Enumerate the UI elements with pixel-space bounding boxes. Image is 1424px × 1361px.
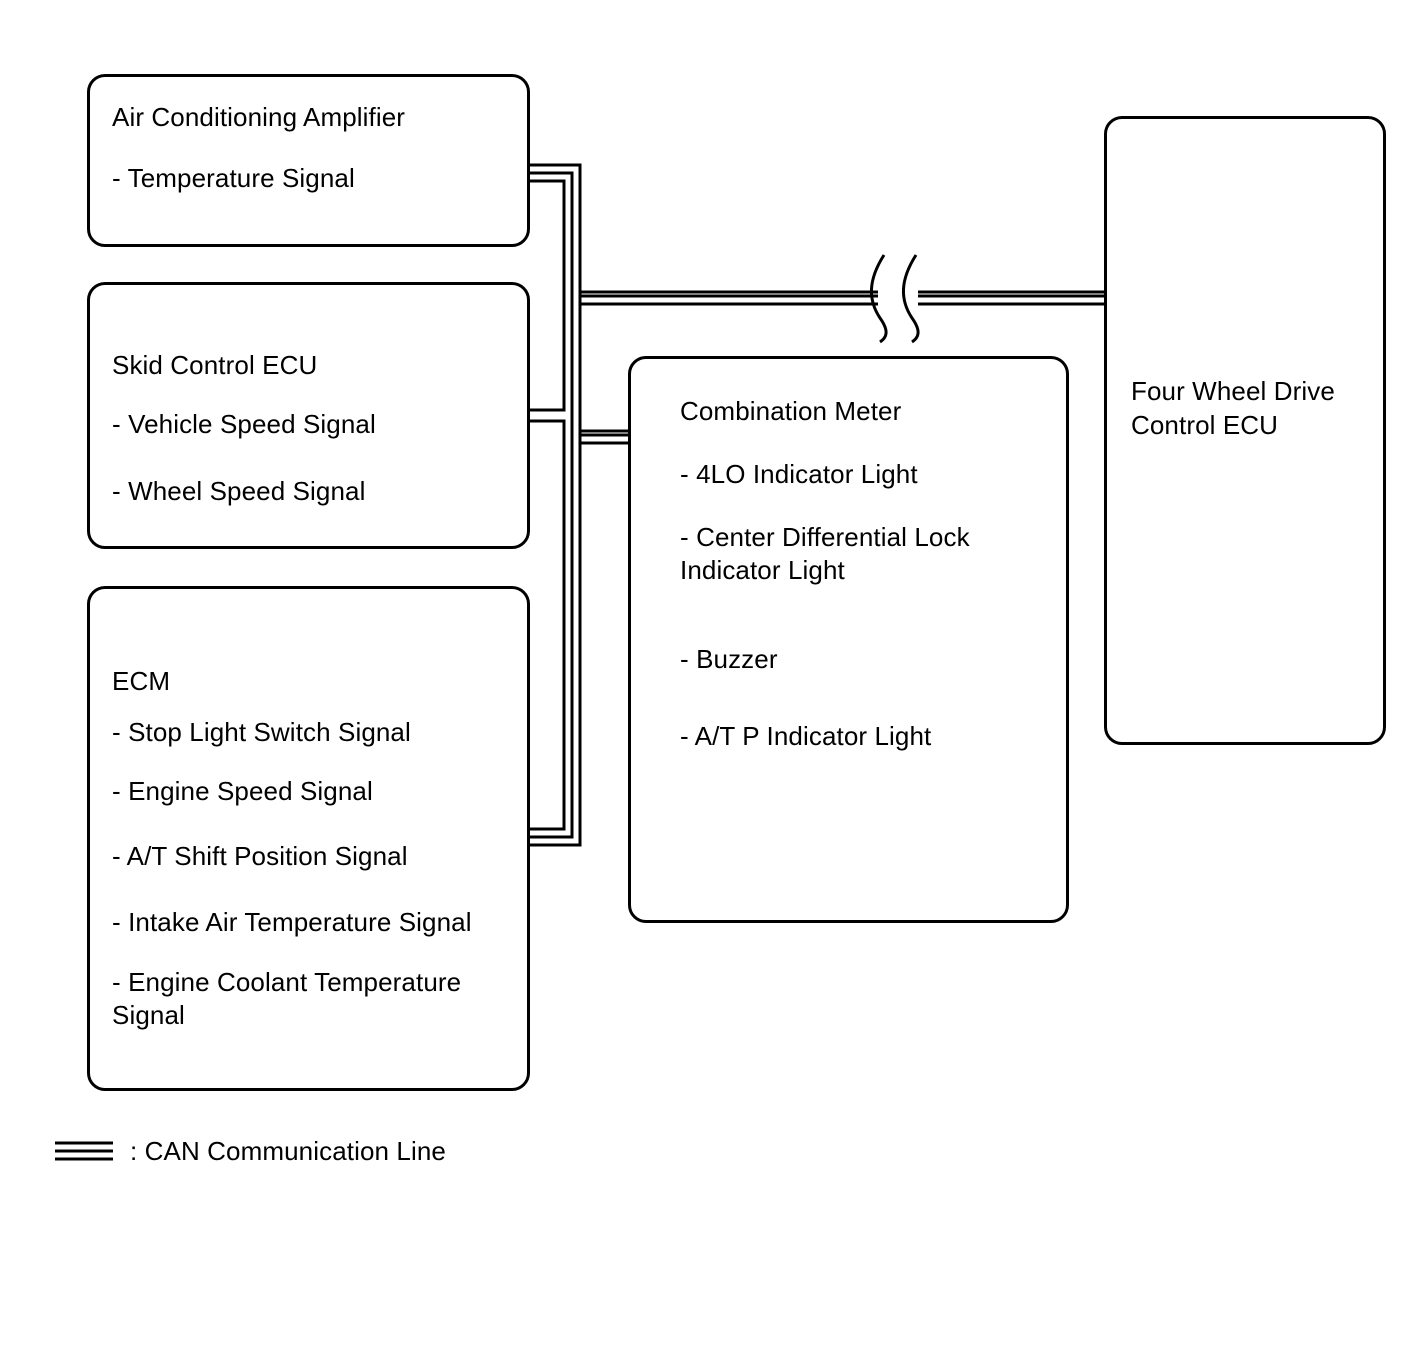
ac-amplifier-signal: - Temperature Signal [112,163,355,193]
ecm-title: ECM [112,666,171,696]
four-wd-ecu-title-line2: Control ECU [1131,410,1279,440]
can-trunk-inner-lower [530,419,566,831]
ecm-signal: - A/T Shift Position Signal [112,841,408,871]
skid-control-signal: - Wheel Speed Signal [112,476,366,506]
combination-meter-item-continuation: Indicator Light [680,555,845,585]
skid-control-title: Skid Control ECU [112,350,318,380]
four-wd-ecu-title: Four Wheel Drive [1131,376,1335,406]
can-trunk-middle [530,171,574,839]
ecm-signal: - Engine Speed Signal [112,776,373,806]
combination-meter-box [628,356,1069,923]
break-mark-right [901,254,920,344]
ac-amplifier-title: Air Conditioning Amplifier [112,102,406,132]
can-trunk-outer [530,163,582,847]
can-trunk-inner [530,179,566,412]
ecm-box [87,586,530,1091]
ecm-signal: - Stop Light Switch Signal [112,717,411,747]
ac-amplifier-box [87,74,530,247]
combination-meter-item: - Buzzer [680,644,778,674]
skid-control-box [87,282,530,549]
combination-meter-item: - A/T P Indicator Light [680,721,932,751]
break-mark-left [869,254,888,344]
ecm-signal: - Intake Air Temperature Signal [112,907,472,937]
skid-control-signal: - Vehicle Speed Signal [112,409,376,439]
legend-label: : CAN Communication Line [130,1136,446,1166]
combination-meter-item: - Center Differential Lock [680,522,970,552]
combination-meter-item: - 4LO Indicator Light [680,459,918,489]
ecm-signal-continuation: Signal [112,1000,185,1030]
combination-meter-title: Combination Meter [680,396,902,426]
four-wd-ecu-box [1104,116,1386,745]
ecm-signal: - Engine Coolant Temperature [112,967,462,997]
